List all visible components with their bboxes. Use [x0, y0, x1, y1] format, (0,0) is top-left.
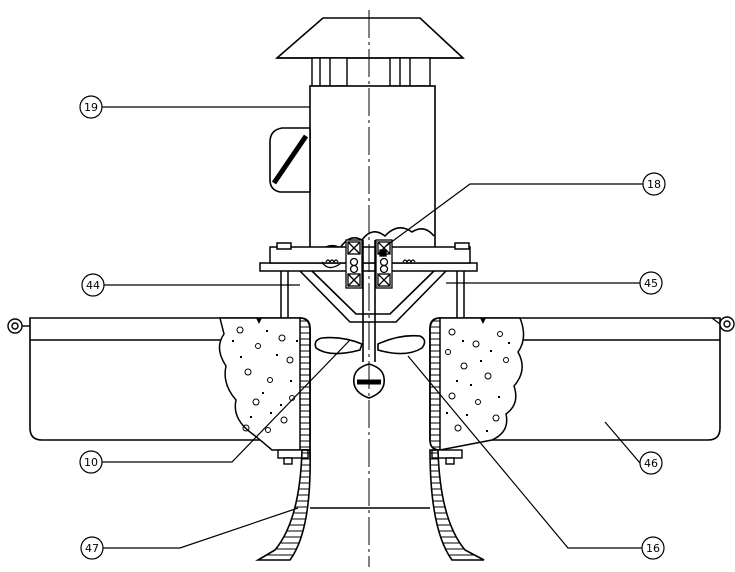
- callout-18: 18: [642, 172, 666, 196]
- callout-10-label: 10: [84, 456, 98, 469]
- callout-46-label: 46: [644, 457, 658, 470]
- motor-roof-cap: [274, 17, 466, 59]
- draft-tube: [255, 449, 485, 561]
- callout-18-label: 18: [647, 178, 661, 191]
- callout-19-label: 19: [84, 101, 98, 114]
- foam-section-left: [218, 317, 311, 451]
- drive-shaft: [362, 240, 376, 362]
- callout-45-label: 45: [644, 277, 658, 290]
- junction-box: [269, 127, 311, 193]
- callout-44: 44: [81, 273, 105, 297]
- callout-44-label: 44: [86, 279, 100, 292]
- callout-16-label: 16: [646, 542, 660, 555]
- callout-19: 19: [79, 95, 103, 119]
- callout-46: 46: [639, 451, 663, 475]
- v-bracket: [299, 270, 447, 323]
- callout-10: 10: [79, 450, 103, 474]
- callout-45: 45: [639, 271, 663, 295]
- callout-47-label: 47: [85, 542, 99, 555]
- callout-47: 47: [80, 536, 104, 560]
- motor-vents: [311, 57, 431, 87]
- leader-lines: [102, 106, 643, 549]
- motor-housing: [309, 85, 436, 253]
- callout-16: 16: [641, 536, 665, 560]
- impeller: [314, 334, 426, 399]
- foam-section-right: [429, 317, 525, 451]
- lifting-eyes: [7, 316, 735, 334]
